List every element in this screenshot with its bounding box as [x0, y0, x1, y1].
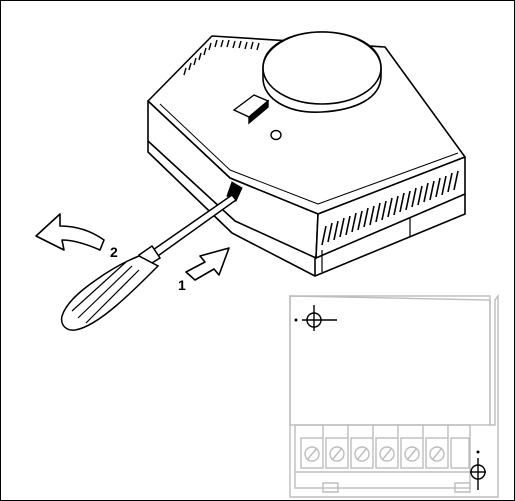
- screwdriver: [60, 193, 238, 331]
- vent-slots-side: [321, 170, 459, 246]
- indicator-lamp: [270, 129, 282, 141]
- terminal-block: [294, 424, 471, 489]
- rocker-switch: [232, 94, 270, 125]
- screwdriver-handle: [60, 255, 160, 331]
- lever-arrow-icon: [35, 213, 105, 251]
- step-2-label: 2: [110, 244, 118, 260]
- push-arrow-icon: [185, 247, 230, 281]
- terminal-screws: [300, 437, 470, 469]
- screwdriver-shaft: [148, 193, 238, 260]
- base-plate: [289, 293, 499, 498]
- housing-base-edge: [147, 141, 466, 277]
- base-plate-outline: [289, 293, 499, 498]
- vent-slots-top: [183, 39, 260, 76]
- thermostat-housing: [147, 35, 466, 277]
- screw-hole-icon: [470, 450, 486, 490]
- temperature-dial: [262, 31, 382, 113]
- screw-hole-icon: [294, 305, 337, 331]
- step-1-label: 1: [178, 277, 186, 293]
